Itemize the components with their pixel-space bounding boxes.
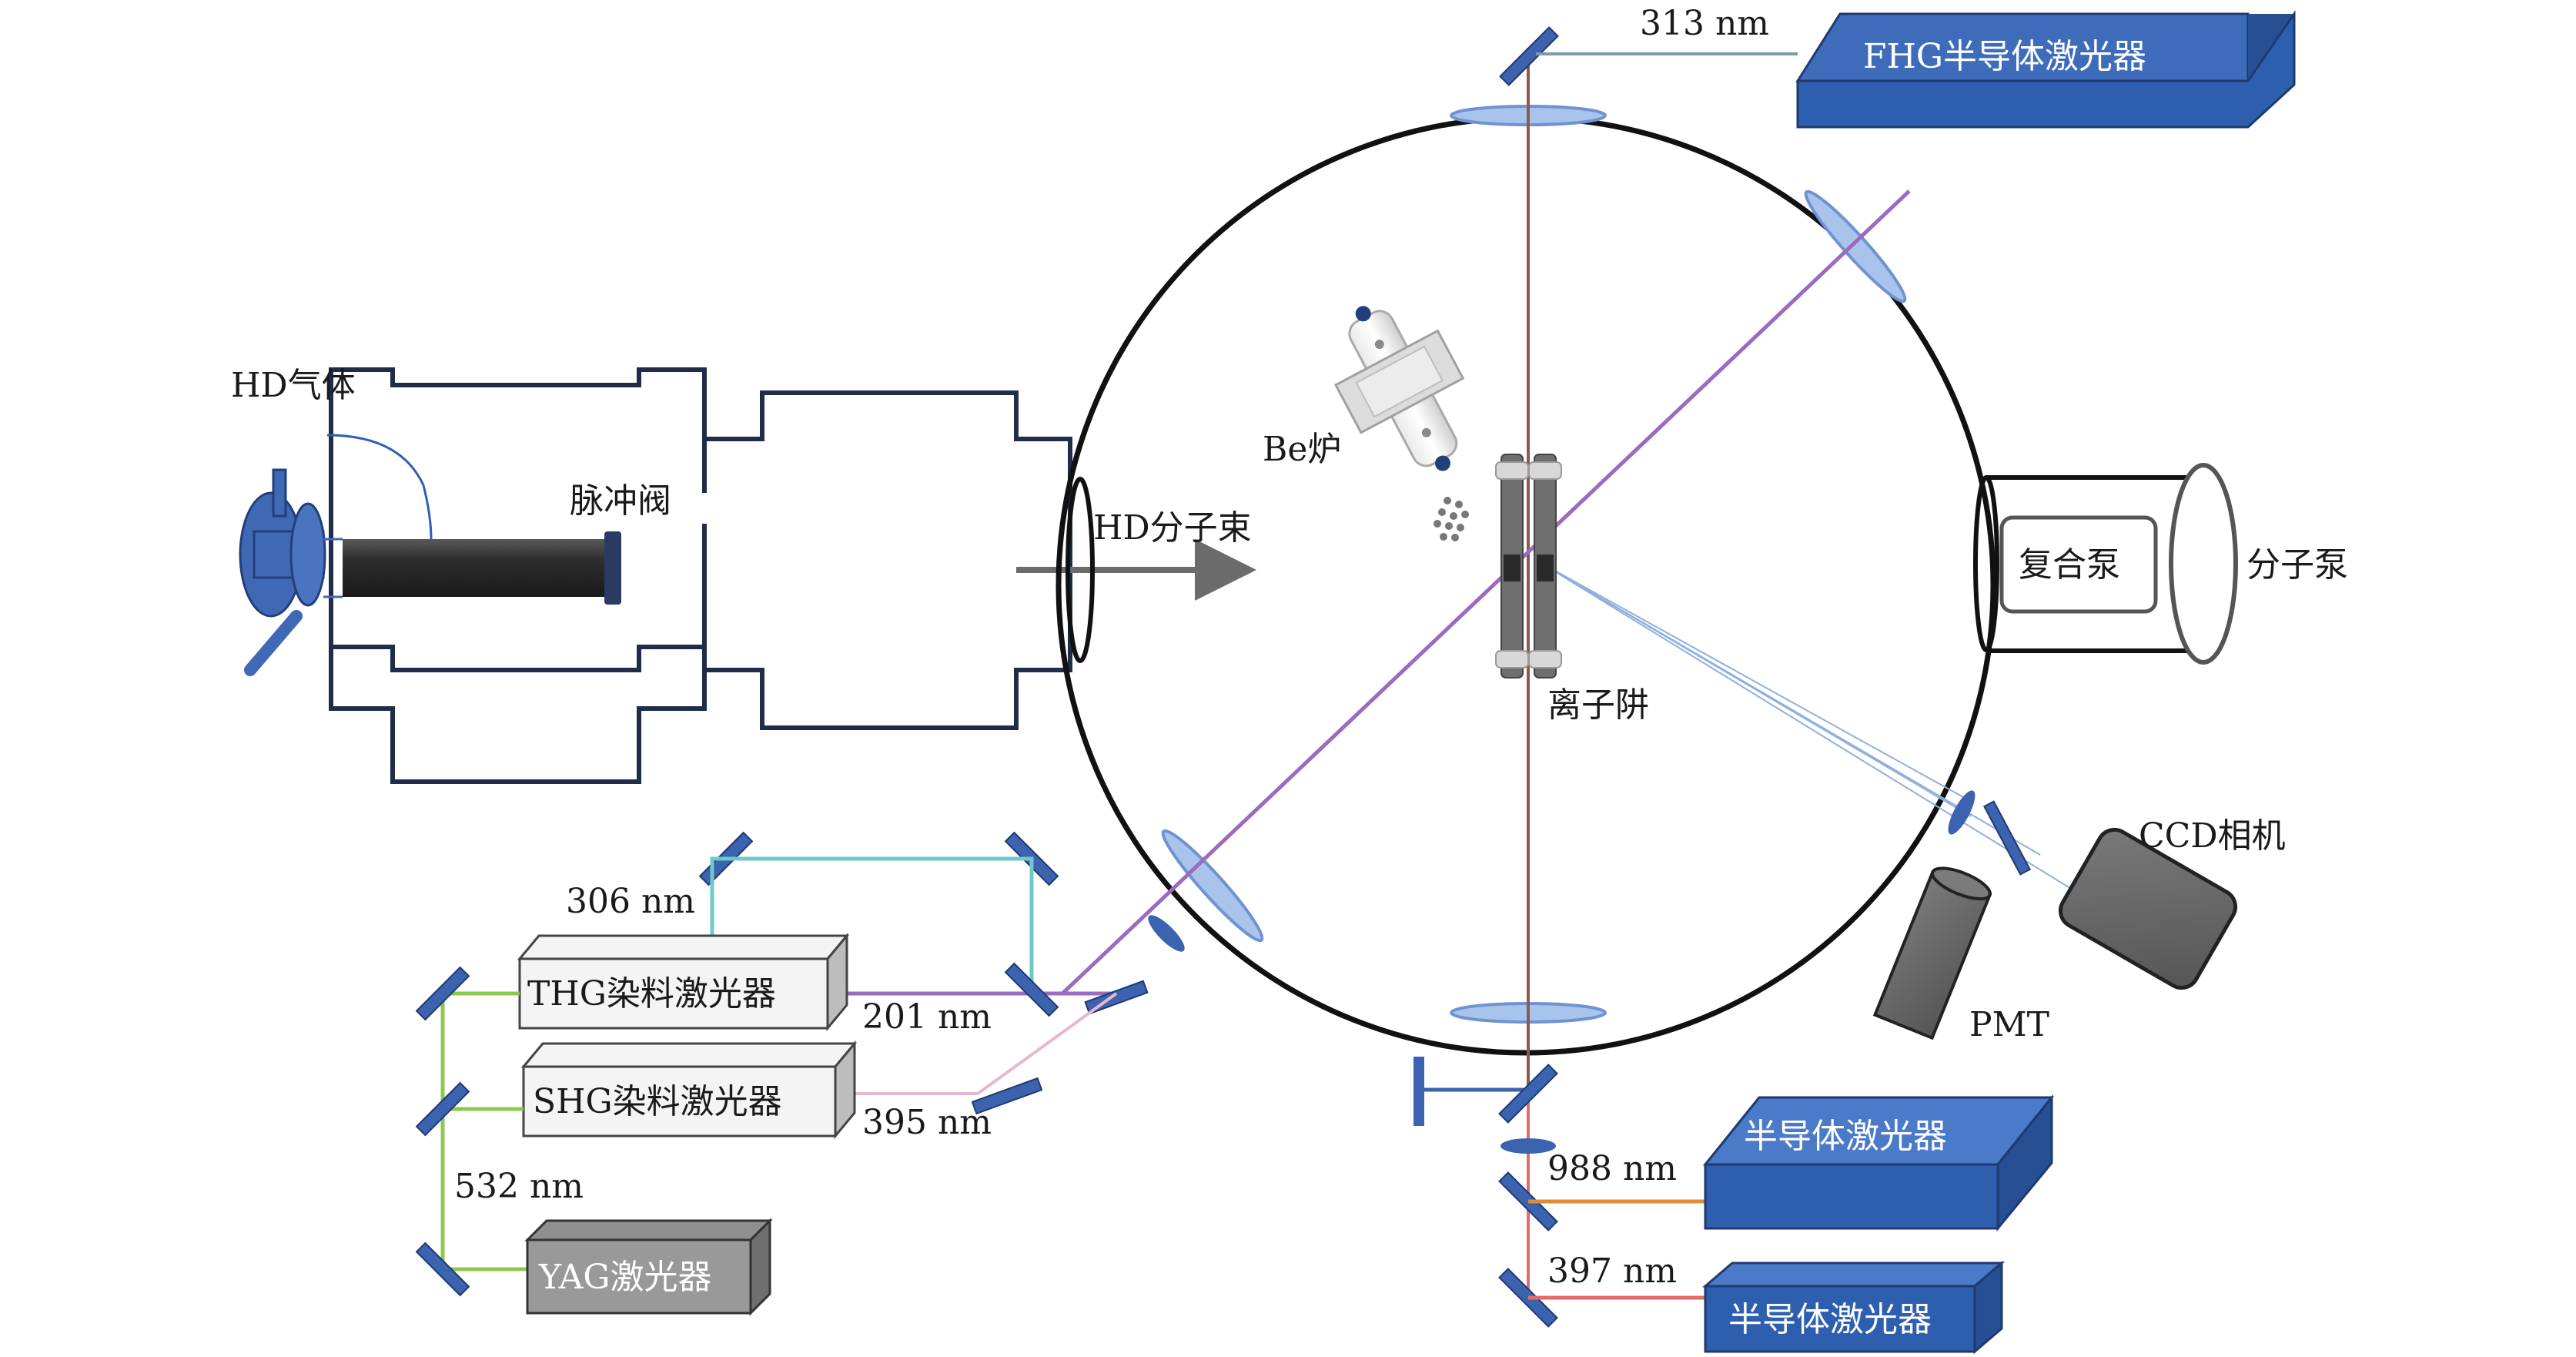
wavelength-313: 313 nm [1640, 4, 1769, 43]
hd-beam-label: HD分子束 [1093, 508, 1252, 548]
beam-532 [440, 991, 527, 1272]
collection-lens [1948, 790, 1975, 835]
molecular-pump [2169, 463, 2238, 665]
hd-gas-label: HD气体 [231, 366, 356, 405]
beam-block [1413, 1057, 1528, 1126]
beam-entry-flange [1066, 477, 1095, 663]
lens-bottom [1500, 1138, 1556, 1154]
mirror-532-bottom [415, 1241, 470, 1297]
fhg-laser-label: FHG半导体激光器 [1863, 37, 2146, 76]
lens-201 [1148, 915, 1185, 952]
wavelength-532: 532 nm [454, 1167, 584, 1206]
pmt [1872, 866, 1992, 1040]
source-inner-box [329, 439, 707, 784]
hd-gas-line [326, 434, 433, 540]
wavelength-306: 306 nm [566, 882, 695, 921]
fluorescence-rays [1539, 561, 2079, 894]
mirror-532-mid [415, 1081, 470, 1137]
wavelength-988: 988 nm [1547, 1149, 1677, 1188]
flip-mirror [1982, 800, 2032, 876]
mirror-313 [1499, 26, 1559, 86]
be-oven [1333, 306, 1465, 471]
shg-dye-laser [520, 1040, 858, 1140]
pmt-label: PMT [1969, 1005, 2049, 1044]
beam-201-diagonal [1061, 189, 1911, 995]
thg-dye-laser-label: THG染料激光器 [527, 974, 776, 1014]
mirror-395 [971, 1077, 1043, 1115]
wavelength-395: 395 nm [862, 1103, 992, 1142]
mirror-vertical-top [1498, 1064, 1558, 1124]
differential-chamber [702, 390, 1072, 730]
yag-laser-label: YAG激光器 [538, 1258, 712, 1297]
wavelength-397: 397 nm [1547, 1251, 1677, 1291]
third-chamber-step [1016, 437, 1070, 672]
source-chamber [329, 367, 707, 672]
diode-laser-397-label: 半导体激光器 [1728, 1300, 1932, 1339]
ion-trap [1495, 454, 1562, 678]
mirror-532-top [415, 966, 470, 1021]
ccd-camera [2058, 827, 2238, 990]
diode-laser-988-label: 半导体激光器 [1744, 1117, 1947, 1156]
diode-laser-988 [1702, 1094, 2055, 1232]
diode-laser-397 [1701, 1260, 2006, 1355]
be-oven-label: Be炉 [1263, 430, 1341, 469]
fhg-laser [1795, 10, 2296, 129]
be-atom-spray [1434, 497, 1469, 541]
mirror-201 [1004, 962, 1059, 1017]
ion-trap-label: 离子阱 [1547, 685, 1649, 725]
compound-pump-box [1999, 515, 2158, 614]
pump-port [1973, 463, 2238, 665]
molecular-pump-label: 分子泵 [2246, 545, 2348, 585]
thg-dye-laser [517, 932, 850, 1032]
shg-dye-laser-label: SHG染料激光器 [533, 1082, 782, 1121]
beam-306 [710, 856, 1034, 990]
yag-laser [524, 1218, 773, 1316]
compound-pump-label: 复合泵 [2019, 545, 2120, 585]
pulse-valve-label: 脉冲阀 [570, 481, 671, 521]
pulse-valve-assembly [239, 468, 621, 676]
ccd-camera-label: CCD相机 [2139, 816, 2286, 856]
beam-395-diag [976, 992, 1118, 1095]
wavelength-201: 201 nm [862, 997, 992, 1037]
